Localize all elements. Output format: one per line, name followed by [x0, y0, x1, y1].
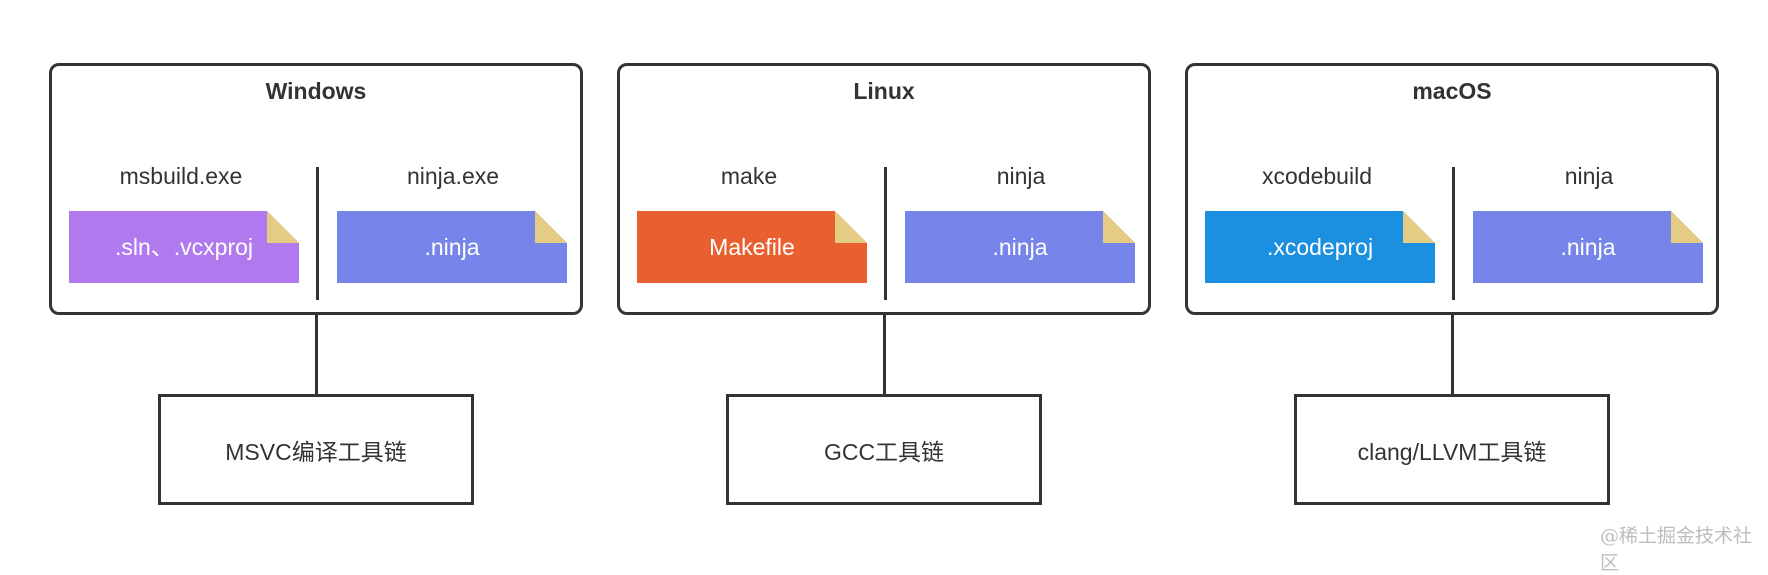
- tool-label-ninja: ninja: [1564, 163, 1614, 189]
- document-icon: [337, 211, 567, 283]
- tool-label-ninja: ninja: [996, 163, 1046, 189]
- file-type-label: .sln、.vcxproj: [114, 234, 254, 260]
- tool-label-xcodebuild: xcodebuild: [1262, 163, 1372, 189]
- platform-title: macOS: [1412, 78, 1492, 104]
- watermark: @稀土掘金技术社区: [1600, 525, 1753, 574]
- file-doc-ninja: .ninja: [905, 211, 1135, 283]
- platform-linux: Linux make Makefile ninja .ninja: [617, 63, 1151, 315]
- file-doc-ninja: .ninja: [1473, 211, 1703, 283]
- file-doc-xcodeproj: .xcodeproj: [1205, 211, 1435, 283]
- document-icon: [637, 211, 867, 283]
- file-type-label: Makefile: [709, 234, 795, 260]
- toolchain-box-gcc: GCC工具链: [726, 394, 1042, 505]
- toolchain-box-clang: clang/LLVM工具链: [1294, 394, 1610, 505]
- connector-line: [315, 315, 318, 394]
- document-icon: [1473, 211, 1703, 283]
- file-type-label: .ninja: [1560, 234, 1616, 260]
- platform-windows: Windows msbuild.exe .sln、.vcxproj ninja.…: [49, 63, 583, 315]
- platform-title: Windows: [265, 78, 367, 104]
- document-icon: [905, 211, 1135, 283]
- platform-title: Linux: [853, 78, 915, 104]
- document-icon: [69, 211, 299, 283]
- toolchain-label: GCC工具链: [823, 438, 945, 465]
- tool-label-ninja-exe: ninja.exe: [406, 163, 500, 189]
- divider: [1452, 167, 1455, 300]
- divider: [884, 167, 887, 300]
- file-doc-sln-vcxproj: .sln、.vcxproj: [69, 211, 299, 283]
- platform-macos: macOS xcodebuild .xcodeproj ninja .ninja: [1185, 63, 1719, 315]
- file-doc-makefile: Makefile: [637, 211, 867, 283]
- tool-label-msbuild: msbuild.exe: [119, 163, 243, 189]
- connector-line: [883, 315, 886, 394]
- file-type-label: .ninja: [992, 234, 1048, 260]
- tool-label-make: make: [720, 163, 778, 189]
- toolchain-label: MSVC编译工具链: [225, 438, 407, 465]
- toolchain-box-msvc: MSVC编译工具链: [158, 394, 474, 505]
- document-icon: [1205, 211, 1435, 283]
- connector-line: [1451, 315, 1454, 394]
- file-type-label: .ninja: [424, 234, 480, 260]
- divider: [316, 167, 319, 300]
- file-type-label: .xcodeproj: [1266, 234, 1374, 260]
- toolchain-label: clang/LLVM工具链: [1357, 438, 1547, 465]
- file-doc-ninja: .ninja: [337, 211, 567, 283]
